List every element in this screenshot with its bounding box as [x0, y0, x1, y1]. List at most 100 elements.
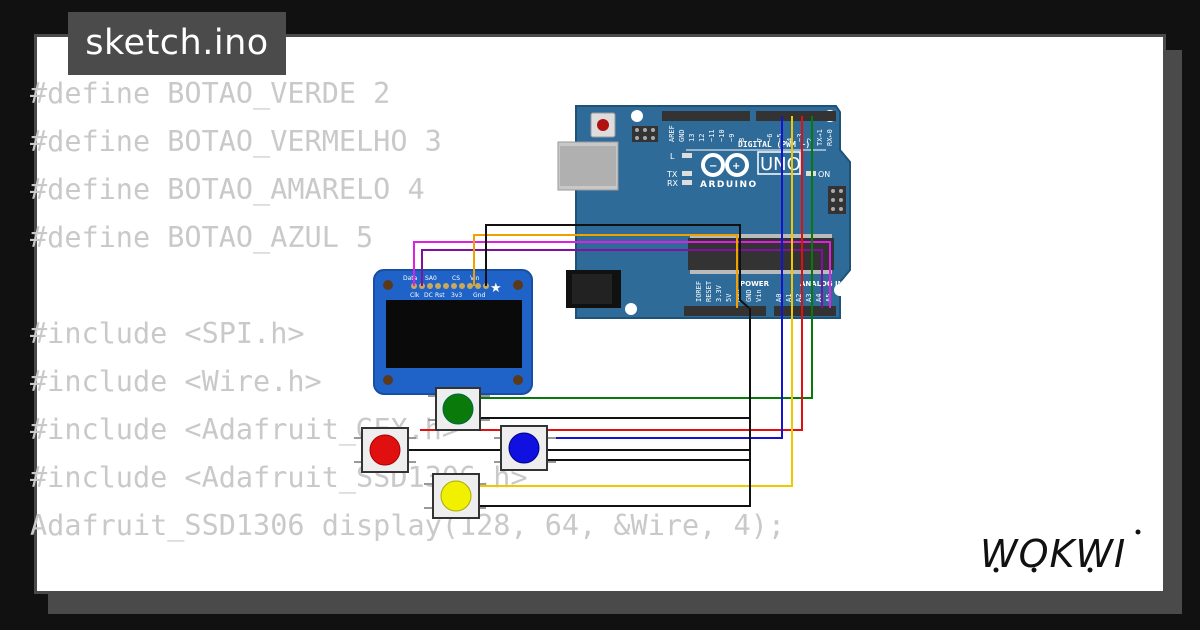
icsp-header-right [828, 186, 846, 214]
file-tab[interactable]: sketch.ino [68, 12, 286, 75]
logo-dot [993, 567, 999, 573]
pin-label: 8 [738, 138, 746, 142]
wire-blue [546, 116, 783, 439]
mount-hole [631, 110, 643, 122]
oled-pin-label: Gnd [473, 292, 485, 299]
pin-label: A1 [785, 294, 793, 302]
power-label: POWER [740, 280, 770, 288]
pin-label: A4 [815, 294, 823, 302]
pin-label: A3 [805, 294, 813, 302]
code-line: #include <SPI.h> [30, 317, 305, 350]
led-tx [682, 171, 692, 176]
oled-mount-hole [513, 375, 523, 385]
oled-pin-label: Data [403, 275, 418, 282]
led-rx-label: RX [667, 179, 679, 188]
pin-label: 7 [756, 138, 764, 142]
pin-label: TX→1 [816, 129, 824, 146]
header-analog [774, 306, 836, 316]
usb-connector-inner [560, 146, 616, 186]
oled-pin-label: Rst [435, 292, 445, 299]
oled-bottom-labels: Clk DC Rst 3v3 Gnd [410, 292, 485, 299]
pushbutton-blue[interactable] [494, 425, 556, 471]
model-frame [757, 151, 801, 175]
button-cap-blue [508, 432, 540, 464]
header-top-left [662, 111, 750, 121]
atmega-chip [688, 238, 834, 270]
logo-dot [1135, 529, 1141, 535]
header-power [684, 306, 766, 316]
oled-pin-label: SA0 [425, 275, 437, 282]
pin-label: 4 [786, 138, 794, 142]
plus-sign: + [732, 161, 740, 172]
mount-hole [834, 284, 846, 296]
pin-label: GND [678, 129, 686, 142]
chip-pins-bottom [690, 270, 832, 274]
logo-dot [1087, 567, 1093, 573]
on-label: ON [818, 170, 830, 179]
wokwi-logo: WOKWI [980, 529, 1141, 576]
pin-label: A0 [775, 294, 783, 302]
wire-orange [473, 234, 738, 308]
minus-sign: − [709, 161, 717, 172]
star-icon: ★ [490, 281, 502, 296]
pushbutton-red[interactable] [354, 427, 416, 473]
button-cap-yellow [440, 480, 472, 512]
pin-label: 12 [698, 134, 706, 142]
pin-label: ~10 [718, 129, 726, 142]
pin-label: 13 [688, 134, 696, 142]
pin-label: IOREF [695, 281, 703, 302]
wire-gnd-blue [546, 450, 751, 461]
pin-label: Vin [755, 289, 763, 302]
wire-purple [421, 249, 823, 308]
led-l-label: L [670, 152, 675, 161]
code-line: Adafruit_SSD1306 display(128, 64, &Wire,… [30, 509, 785, 542]
wokwi-logo-text: WOKWI [980, 532, 1126, 576]
mount-hole [625, 303, 637, 315]
pin-label: 2 [806, 138, 814, 142]
code-line: #define BOTAO_AMARELO 4 [30, 173, 425, 206]
digital-label: DIGITAL (PWM ~) [738, 140, 810, 149]
pin-label: 5V [725, 293, 733, 302]
oled-screen [386, 300, 522, 368]
oled-mount-hole [513, 280, 523, 290]
arduino-uno-board[interactable]: AREF GND 13 12 ~11 ~10 ~9 8 7 ~6 ~5 4 ~3… [557, 105, 851, 319]
header-top-right [756, 111, 836, 121]
pin-label: ~9 [728, 134, 736, 142]
top-pin-labels: AREF GND 13 12 ~11 ~10 ~9 8 7 ~6 ~5 4 ~3… [668, 125, 834, 146]
led-l [682, 153, 692, 158]
reset-button-cap [597, 119, 609, 131]
pushbutton-green[interactable] [428, 387, 490, 431]
oled-mount-hole [383, 375, 393, 385]
wire-yellow [480, 116, 793, 487]
oled-ssd1306-display[interactable]: Data SA0 CS Vin Clk DC Rst 3v3 Gnd ★ [373, 269, 533, 395]
pin-label: A2 [795, 294, 803, 302]
code-line: #include <Adafruit_GFX.h> [30, 413, 459, 446]
pushbutton-yellow[interactable] [424, 473, 486, 519]
logo-dot [1031, 567, 1037, 573]
arduino-infinity-icon [701, 153, 749, 177]
code-line: #include <Wire.h> [30, 365, 322, 398]
pin-label: ~6 [766, 134, 774, 142]
code-line: #define BOTAO_VERMELHO 3 [30, 125, 442, 158]
oled-pin-label: DC [424, 292, 433, 299]
power-jack-inner [572, 274, 612, 304]
wire-green [480, 116, 813, 399]
chip-pins-top [690, 234, 832, 238]
button-cap-green [442, 393, 474, 425]
pin-label: ~11 [708, 129, 716, 142]
pin-label: RESET [705, 280, 713, 302]
led-rx [682, 180, 692, 185]
wire-magenta [413, 241, 831, 308]
oled-pin-label: Clk [410, 292, 420, 299]
wire-black-oled [485, 224, 750, 309]
pin-label: ~3 [796, 134, 804, 142]
wire-gnd-yellow [480, 460, 751, 507]
pin-label: GND [745, 289, 753, 302]
board-brand-text: ARDUINO [700, 180, 758, 190]
oled-pin-label: 3v3 [451, 292, 462, 299]
led-tx-label: TX [666, 170, 678, 179]
oled-pin-label: CS [452, 275, 460, 282]
code-line: #define BOTAO_VERDE 2 [30, 77, 391, 110]
code-background: #define BOTAO_VERDE 2 #define BOTAO_VERME… [30, 70, 785, 550]
